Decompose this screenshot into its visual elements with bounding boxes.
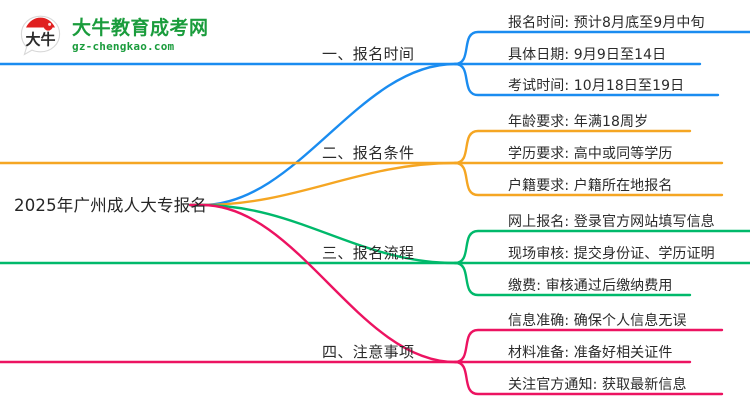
leaf-label-2-3[interactable]: 户籍要求: 户籍所在地报名 (508, 178, 673, 194)
leaf-label-1-1[interactable]: 报名时间: 预计8月底至9月中旬 (508, 15, 705, 31)
leaf-label-2-2[interactable]: 学历要求: 高中或同等学历 (508, 146, 673, 162)
branch-label-2[interactable]: 二、报名条件 (322, 144, 415, 162)
connector-path (188, 203, 457, 364)
branch-label-1[interactable]: 一、报名时间 (322, 45, 415, 63)
leaf-label-2-1[interactable]: 年龄要求: 年满18周岁 (508, 114, 649, 130)
leaf-label-1-2[interactable]: 具体日期: 9月9日至14日 (508, 47, 667, 63)
leaf-label-4-3[interactable]: 关注官方通知: 获取最新信息 (508, 377, 687, 393)
connector-path (453, 360, 724, 396)
branch-label-4[interactable]: 四、注意事项 (322, 343, 415, 361)
logo-mark-icon: 大牛 (18, 13, 63, 58)
leaf-label-4-1[interactable]: 信息准确: 确保个人信息无误 (508, 313, 687, 329)
logo-url: gz-chengkao.com (72, 39, 175, 53)
connector-path (453, 261, 692, 297)
site-logo[interactable]: 大牛 大牛教育成考网 gz-chengkao.com (18, 11, 258, 59)
leaf-label-3-3[interactable]: 缴费: 审核通过后缴纳费用 (508, 278, 673, 294)
connector-path (188, 161, 457, 207)
connector-path (188, 62, 457, 207)
leaf-label-1-3[interactable]: 考试时间: 10月18日至19日 (508, 78, 685, 94)
svg-text:大牛: 大牛 (25, 30, 55, 48)
root-node-label[interactable]: 2025年广州成人大专报名 (14, 196, 208, 215)
connector-path (188, 203, 457, 265)
connector-path (453, 161, 724, 197)
connector-path (453, 62, 720, 97)
leaf-label-3-1[interactable]: 网上报名: 登录官方网站填写信息 (508, 214, 715, 230)
logo-title: 大牛教育成考网 (72, 16, 209, 39)
branch-label-3[interactable]: 三、报名流程 (322, 244, 415, 262)
leaf-label-4-2[interactable]: 材料准备: 准备好相关证件 (508, 345, 673, 361)
leaf-label-3-2[interactable]: 现场审核: 提交身份证、学历证明 (508, 246, 715, 262)
